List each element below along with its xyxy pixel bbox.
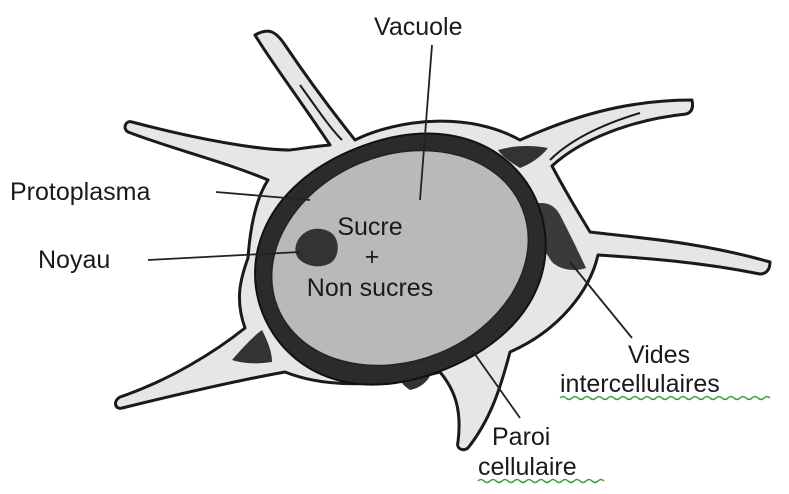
label-non-sucres: Non sucres: [307, 274, 433, 302]
label-vides: Vides: [628, 341, 690, 369]
label-sucre: Sucre: [337, 213, 402, 241]
label-paroi: Paroi: [492, 423, 550, 451]
leader-vides: [570, 262, 632, 338]
label-plus: +: [365, 243, 380, 271]
label-intercellulaires: intercellulaires: [560, 370, 720, 398]
label-cellulaire: cellulaire: [478, 453, 577, 481]
label-vacuole: Vacuole: [374, 13, 463, 41]
label-noyau: Noyau: [38, 246, 110, 274]
label-protoplasma: Protoplasma: [10, 178, 150, 206]
